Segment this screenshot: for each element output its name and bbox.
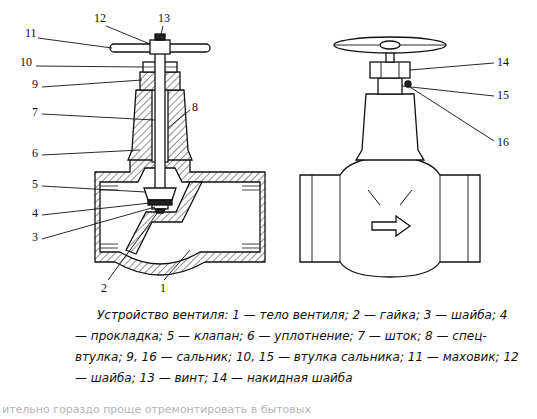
leader-lines	[36, 26, 494, 280]
callout-number: 3	[32, 231, 38, 243]
callout-number: 14	[497, 56, 509, 68]
callout-number: 1	[160, 282, 166, 294]
callout-number: 10	[20, 56, 32, 68]
callout-number: 13	[158, 12, 170, 24]
callout-number: 9	[32, 78, 38, 90]
caption: Устройство вентиля: 1 — тело вентиля; 2 …	[75, 305, 523, 389]
callout-number: 11	[25, 27, 37, 39]
callout-number: 6	[32, 147, 38, 159]
callout-number: 2	[101, 282, 107, 294]
watermark-text: ительно гораздо проще отремонтировать в …	[2, 404, 311, 415]
callout-number: 8	[192, 101, 198, 113]
section-view	[95, 34, 265, 275]
callout-number: 12	[94, 12, 106, 24]
callout-number: 7	[32, 106, 38, 118]
callout-number: 4	[32, 207, 38, 219]
callout-number: 16	[497, 136, 509, 148]
exterior-view	[300, 37, 480, 277]
callout-number: 5	[32, 178, 38, 190]
callout-number: 15	[497, 89, 509, 101]
